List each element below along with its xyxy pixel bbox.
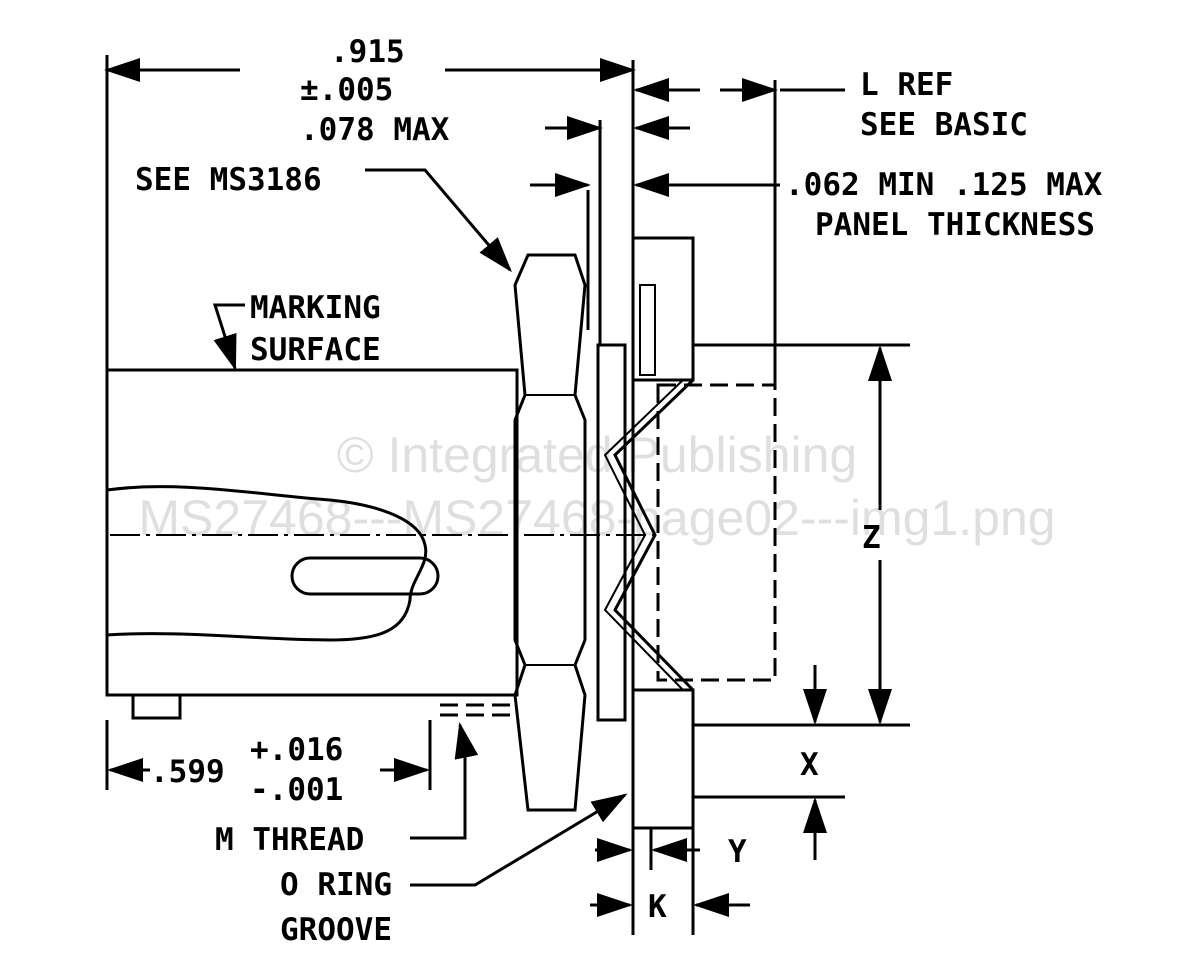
nut-reference-label: SEE MS3186 [135, 162, 322, 198]
overall-tolerance-label: ±.005 [300, 72, 393, 108]
see-basic-label: SEE BASIC [860, 107, 1028, 143]
panel-range-label: .062 MIN .125 MAX [785, 167, 1103, 203]
watermark-line-1: © Integrated Publishing [337, 427, 858, 483]
l-ref-label: L REF [860, 67, 953, 103]
thread-tol-minus-label: -.001 [250, 772, 343, 808]
dimension-lines [104, 58, 892, 917]
groove-label: GROOVE [280, 912, 392, 948]
hex-nut [513, 253, 587, 812]
washer [596, 343, 627, 722]
leader-lines [212, 168, 628, 887]
o-ring-label: O RING [280, 867, 392, 903]
panel-thickness-label: PANEL THICKNESS [815, 207, 1095, 243]
nut-max-label: .078 MAX [300, 112, 450, 148]
x-label: X [800, 747, 819, 783]
marking-label: MARKING [250, 290, 381, 326]
z-label: Z [862, 520, 881, 556]
connector-body [105, 368, 660, 720]
panel-section [603, 236, 777, 830]
overall-length-label: .915 [330, 34, 405, 70]
surface-label: SURFACE [250, 332, 381, 368]
y-label: Y [728, 834, 747, 870]
watermark-line-2: MS27468---MS27468-page02---img1.png [138, 490, 1055, 546]
k-label: K [648, 889, 667, 925]
thread-tol-plus-label: +.016 [250, 732, 343, 768]
m-thread-label: M THREAD [215, 822, 364, 858]
thread-length-label: .599 [150, 754, 225, 790]
